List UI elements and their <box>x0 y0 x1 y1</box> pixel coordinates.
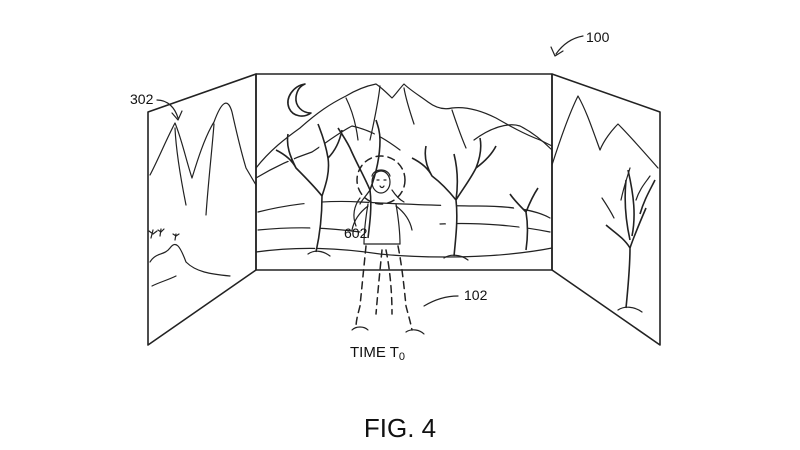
system-ref-arrow <box>550 35 584 57</box>
crescent-moon-icon <box>287 83 312 117</box>
head-ref-leader <box>353 197 361 227</box>
time-label: TIME T0 <box>350 344 405 363</box>
user-ref-leader <box>423 295 459 307</box>
center-display-panel <box>255 73 553 271</box>
user-ref-label: 102 <box>464 287 488 303</box>
left-display-panel <box>147 73 257 346</box>
figure-caption: FIG. 4 <box>364 413 436 443</box>
system-ref-label: 100 <box>586 29 610 45</box>
right-display-panel <box>551 73 661 346</box>
time-label-subscript: 0 <box>399 351 405 363</box>
user-figure <box>351 155 425 335</box>
screen-ref-arrow <box>156 99 183 121</box>
head-ref-label: 602 <box>344 225 368 241</box>
screen-ref-label: 302 <box>130 91 154 107</box>
time-label-main: TIME T <box>350 344 399 361</box>
